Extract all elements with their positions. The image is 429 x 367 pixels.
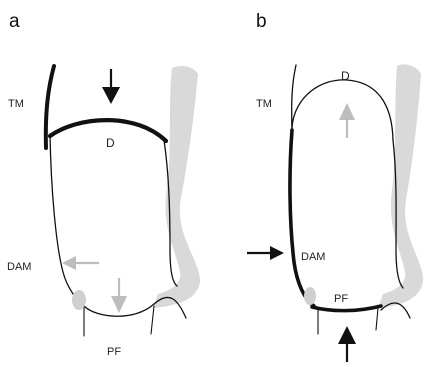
diaphragm-b xyxy=(292,80,393,140)
dam-wall-b xyxy=(290,130,314,306)
label-pf-a: PF xyxy=(107,346,121,358)
lower-edge-right-a xyxy=(151,306,154,334)
arrow-up-dark-b xyxy=(338,326,356,362)
label-dam-b: DAM xyxy=(301,251,325,263)
label-tm-a: TM xyxy=(8,98,24,110)
panel-letter-b: b xyxy=(256,11,267,32)
panel-letter-a: a xyxy=(9,11,20,32)
label-pf-b: PF xyxy=(334,293,348,305)
label-dam-a: DAM xyxy=(7,261,31,273)
panel-a: a TM D DAM PF xyxy=(7,11,200,358)
arrow-up-light-b xyxy=(339,103,355,138)
arrow-right-dark-b xyxy=(247,246,284,260)
label-d-a: D xyxy=(106,136,115,150)
shaded-band-a xyxy=(153,66,200,308)
lower-edge-right-b xyxy=(376,308,378,330)
arrow-left-light-a xyxy=(62,256,99,270)
pelvic-floor-b xyxy=(312,306,381,311)
blob-b xyxy=(304,287,316,305)
label-tm-b: TM xyxy=(256,98,272,110)
arrow-down-light-a xyxy=(111,278,127,313)
label-d-b: D xyxy=(341,69,350,83)
panel-b: b D TM xyxy=(247,11,423,362)
arrow-down-dark-a xyxy=(102,69,120,104)
shaded-band-b xyxy=(378,64,423,308)
blob-a xyxy=(72,290,86,310)
body-outline-a xyxy=(50,134,84,306)
